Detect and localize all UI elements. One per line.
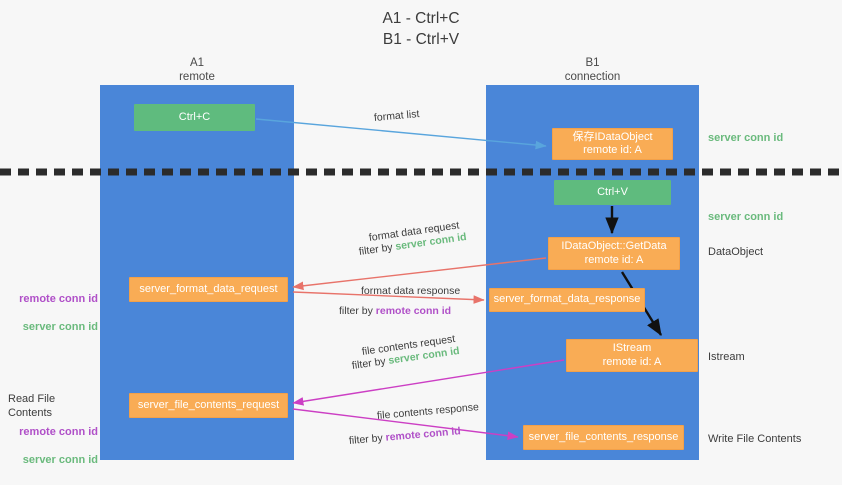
filter-prefix: filter by [351, 354, 390, 372]
label-file-contents-response: file contents response [376, 401, 480, 422]
annotation-server-conn-id-second: server conn id [708, 211, 784, 223]
box-idataobject[interactable]: 保存IDataObject remote id: A [552, 128, 673, 160]
filter-prefix: filter by [339, 305, 376, 317]
swimlane-a1-label: A1 remote [179, 57, 215, 83]
box-istream[interactable]: IStream remote id: A [566, 339, 698, 372]
box-server-file-contents-response[interactable]: server_file_contents_response [523, 425, 684, 450]
filter-prefix: filter by [348, 431, 387, 447]
annotation-remote-conn-id: remote conn id [19, 426, 98, 438]
box-server-file-contents-request[interactable]: server_file_contents_request [129, 393, 288, 418]
label-format-list: format list [373, 108, 420, 124]
filter-value-remote-conn-id: remote conn id [385, 425, 462, 444]
box-ctrl-v[interactable]: Ctrl+V [554, 180, 671, 205]
annotation-istream: Istream [708, 351, 745, 363]
annotation-left-conn-ids-top: remote conn id server conn id [10, 278, 98, 348]
box-server-format-data-request[interactable]: server_format_data_request [129, 277, 288, 302]
annotation-server-conn-id-top: server conn id [708, 132, 784, 144]
label-file-contents-response-filter: filter by remote conn id [348, 424, 461, 448]
label-format-data-response-filter: filter by remote conn id [339, 304, 451, 318]
annotation-server-conn-id: server conn id [22, 321, 98, 333]
annotation-remote-conn-id: remote conn id [19, 293, 98, 305]
annotation-write-file-contents: Write File Contents [708, 433, 802, 445]
filter-prefix: filter by [358, 240, 397, 258]
box-ctrl-c[interactable]: Ctrl+C [134, 104, 255, 131]
annotation-dataobject: DataObject [708, 246, 764, 258]
filter-value-remote-conn-id: remote conn id [375, 305, 452, 317]
box-idataobject-getdata[interactable]: IDataObject::GetData remote id: A [548, 237, 680, 270]
page-title: A1 - Ctrl+C B1 - Ctrl+V [382, 10, 460, 48]
annotation-read-file-contents: Read File Contents [8, 393, 56, 419]
box-server-format-data-response[interactable]: server_format_data_response [489, 288, 645, 312]
annotation-left-conn-ids-bottom: remote conn id server conn id [10, 411, 98, 481]
label-format-data-response: format data response [361, 285, 461, 297]
annotation-server-conn-id: server conn id [22, 454, 98, 466]
swimlane-b1-label: B1 connection [564, 57, 621, 83]
